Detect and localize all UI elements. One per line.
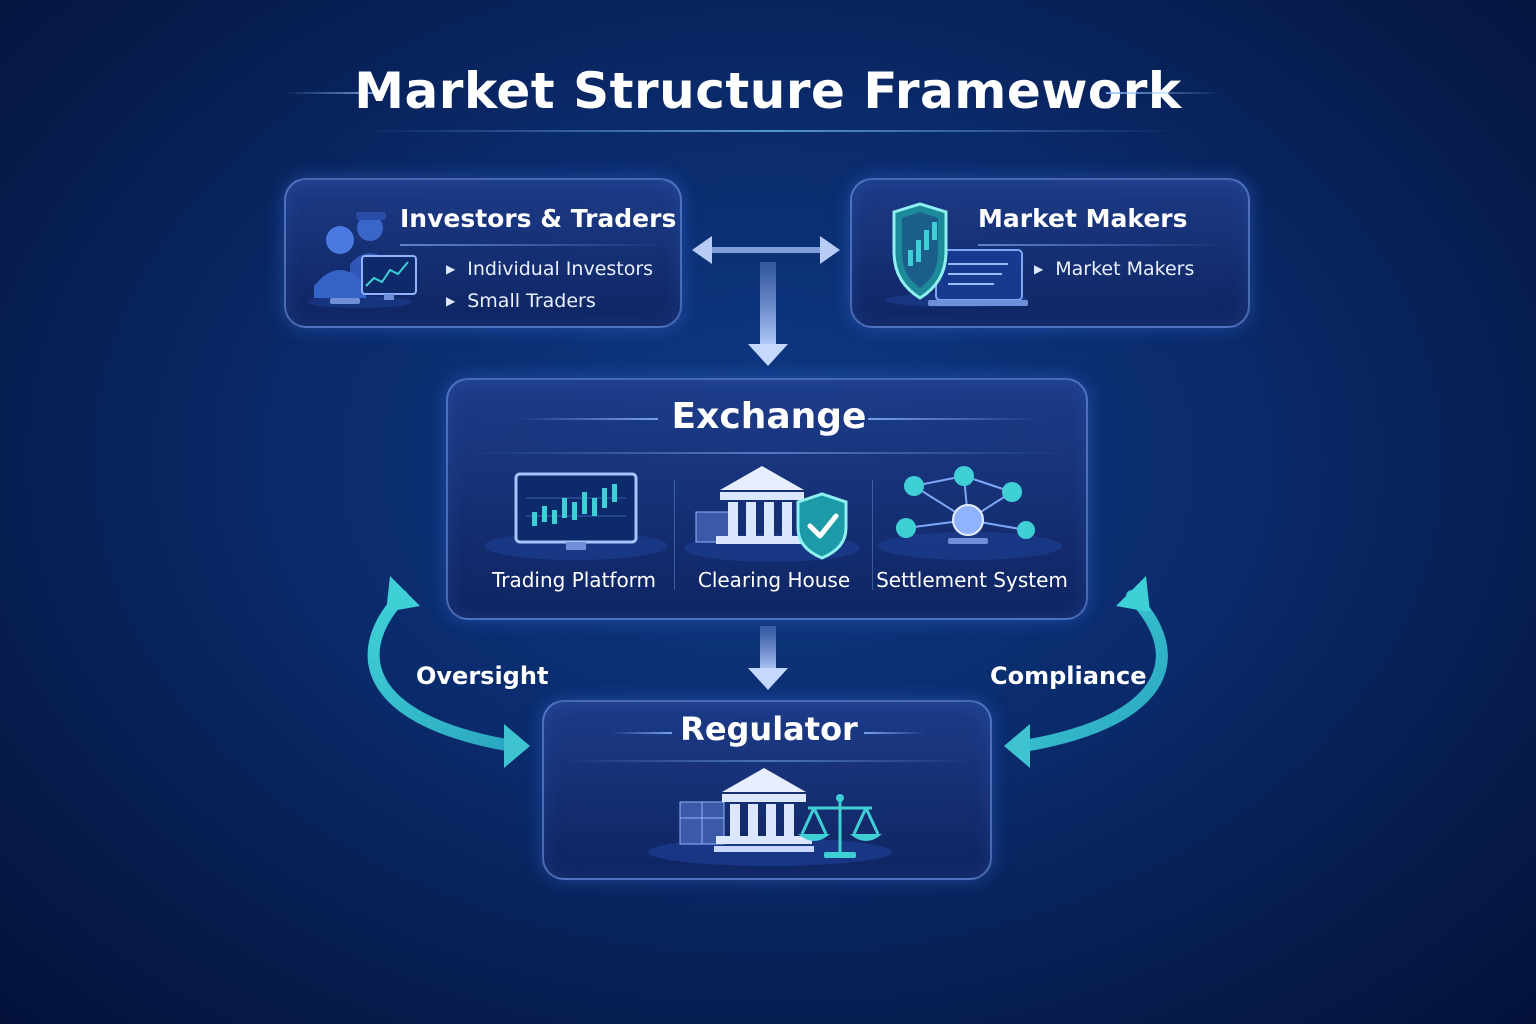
network-nodes-icon bbox=[878, 466, 1062, 560]
title-right-rule bbox=[1106, 92, 1222, 94]
title-left-rule bbox=[284, 92, 380, 94]
investors-card: Investors & Traders ▶Individual Investor… bbox=[284, 178, 682, 328]
exchange-title: Exchange bbox=[671, 396, 867, 437]
market-makers-card: Market Makers ▶Market Makers bbox=[850, 178, 1250, 328]
market-makers-title: Market Makers bbox=[978, 204, 1188, 233]
top-double-arrow bbox=[692, 236, 840, 264]
bullet-triangle-icon: ▶ bbox=[1034, 262, 1044, 276]
exchange-divider bbox=[468, 452, 1068, 454]
page-title: Market Structure Framework bbox=[354, 62, 1182, 120]
exchange-right-rule bbox=[868, 418, 1038, 420]
regulator-divider bbox=[564, 760, 974, 762]
oversight-label: Oversight bbox=[416, 662, 549, 690]
clearing-house-label: Clearing House bbox=[697, 568, 851, 592]
regulator-card: Regulator bbox=[542, 700, 992, 880]
investors-item-0: ▶Individual Investors bbox=[446, 258, 654, 280]
trading-platform-label: Trading Platform bbox=[491, 568, 657, 592]
exchange-col-divider-1 bbox=[674, 480, 675, 590]
compliance-label: Compliance bbox=[990, 662, 1147, 690]
regulator-left-rule bbox=[610, 732, 672, 734]
exchange-col-divider-2 bbox=[872, 480, 873, 590]
bullet-triangle-icon: ▶ bbox=[446, 262, 456, 276]
regulator-right-rule bbox=[864, 732, 926, 734]
title-block: Market Structure Framework bbox=[0, 52, 1536, 136]
regulator-title: Regulator bbox=[680, 710, 858, 748]
courthouse-scales-icon bbox=[648, 768, 892, 866]
market-makers-item-0: ▶Market Makers bbox=[1034, 258, 1195, 280]
settlement-system-label: Settlement System bbox=[876, 568, 1068, 592]
compliance-arrow bbox=[1004, 576, 1168, 768]
shield-chart-laptop-icon bbox=[884, 202, 1028, 307]
exchange-card: Exchange Trading Platform Clearing Hous bbox=[446, 378, 1088, 620]
down-arrow-to-exchange bbox=[748, 262, 788, 366]
oversight-arrow bbox=[367, 576, 530, 768]
investors-title: Investors & Traders bbox=[400, 204, 677, 233]
title-underline bbox=[360, 130, 1180, 132]
bank-shield-check-icon bbox=[684, 466, 860, 562]
down-arrow-to-regulator bbox=[748, 626, 788, 690]
traders-with-monitor-icon bbox=[308, 212, 417, 308]
investors-title-rule bbox=[400, 244, 670, 246]
trading-monitor-icon bbox=[484, 472, 668, 560]
investors-item-1: ▶Small Traders bbox=[446, 290, 596, 312]
market-makers-title-rule bbox=[978, 244, 1228, 246]
bullet-triangle-icon: ▶ bbox=[446, 294, 456, 308]
exchange-left-rule bbox=[518, 418, 658, 420]
